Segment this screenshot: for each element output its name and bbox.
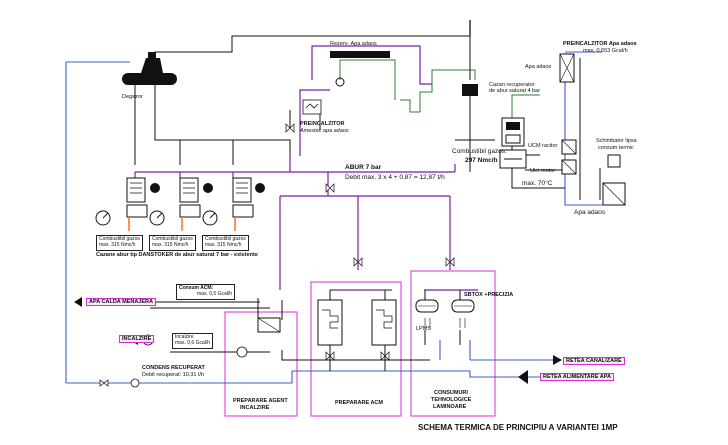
preincalzitor-top <box>559 53 575 83</box>
acm-exchanger-2 <box>371 299 397 346</box>
zone-frames <box>224 270 496 417</box>
label-debit: Debit max. 3 x 4 + 0,87 = 12,87 t/h <box>345 174 445 181</box>
consumer-sbtox <box>415 299 475 328</box>
label-consum-3: LAMINOARE <box>433 404 467 410</box>
diagram-title: SCHEMA TERMICA DE PRINCIPIU A VARIANTEI … <box>418 423 618 432</box>
label-degazor: Degazor <box>122 94 143 100</box>
fuel-box-3-line-2: max. 315 Nmc/h <box>205 241 242 248</box>
label-max70: max. 70°C <box>522 180 553 187</box>
label-apa-adaos-bottom: Apa adaos <box>574 209 606 216</box>
label-prep-agent-2: INCALZIRE <box>240 405 270 411</box>
degazor <box>122 52 177 85</box>
label-preincalzitor-top-2: max. 0,653 Gcal/h <box>583 48 628 54</box>
preincalzitor-mid-box <box>302 99 322 115</box>
condensate-lines <box>339 59 540 120</box>
label-consum-1: CONSUMURI <box>434 390 468 396</box>
ulei-motor-box <box>561 159 577 175</box>
label-condens-1: CONDENS RECUPERAT <box>142 365 205 371</box>
fuel-box-2: Combustibil gazos max. 315 Nmc/h <box>149 235 196 251</box>
consum-acm-box: Consum ACM: max. 0,5 Gcal/h <box>176 284 236 300</box>
boiler-3 <box>202 177 265 231</box>
zone-consumuri-tehnologice <box>410 270 496 417</box>
label-apa-adaos-top: Apa adaos <box>525 64 552 70</box>
label-reteta-canalizare: RETEA CANALIZARE <box>563 357 625 366</box>
label-preincalzitor-mid-1: PREINCALZITOR <box>300 121 345 127</box>
label-sbtox: SBTOX +PRECIZIA <box>464 292 514 298</box>
label-preincalzitor-top-1: PREINCALZITOR Apa adaos <box>563 41 637 47</box>
label-racitor: UCM racitor <box>528 143 558 149</box>
fuel-box-2-line-2: max. 315 Nmc/h <box>152 241 189 248</box>
label-combustibil-gazos: Combustibil gazos: <box>452 148 507 155</box>
label-incalzire: INCALZIRE <box>119 335 155 344</box>
fuel-box-1-line-2: max. 315 Nmc/h <box>99 241 136 248</box>
boiler-2 <box>149 177 213 231</box>
cazan-recuperator <box>462 20 478 96</box>
label-rezervor: Rezerv- Apa adaos <box>330 41 377 47</box>
label-consum-2: TEHNOLOGICE <box>431 397 472 403</box>
pipes <box>134 35 601 371</box>
label-condens-2: Debit recuperat: 10,31 t/h <box>142 372 205 378</box>
zone-prep-acm <box>310 281 402 417</box>
incalzire-box-value: max. 0,6 Gcal/h <box>175 339 211 346</box>
consum-acm-title: Consum ACM: <box>179 285 214 291</box>
label-preincalzitor-mid-2: Amestec apa adaos <box>300 128 349 134</box>
zone-prep-agent-incalzire <box>224 311 298 417</box>
label-schimbator-2: consum termic <box>598 145 634 151</box>
incalzire-box-title: Incalzire <box>175 334 194 340</box>
rezervor-tank <box>330 51 390 87</box>
label-cazan-recuperator-1: Cazan recuperator <box>489 82 535 88</box>
label-lpms: LPMS <box>416 326 431 332</box>
consum-acm-value: max. 0,5 Gcal/h <box>197 290 233 297</box>
agent-exchanger <box>257 317 281 333</box>
valves <box>99 123 455 387</box>
label-abur: ABUR 7 bar <box>345 164 382 171</box>
acm-exchanger-1 <box>317 299 343 346</box>
fuel-box-3-line-1: Combustibil gazos <box>205 236 246 242</box>
steam-lines <box>134 45 478 291</box>
label-reteta-alimentare: RETEA ALIMENTARE APA <box>540 373 614 382</box>
gas-engine <box>499 117 527 169</box>
label-combustibil-val: 297 Nmc/h <box>465 157 498 164</box>
label-schimbator-1: Schimbator lipsa <box>596 138 637 144</box>
fuel-box-2-line-1: Combustibil gazos <box>152 236 193 242</box>
incalzire-box: Incalzire max. 0,6 Gcal/h <box>172 333 214 349</box>
racitor-box <box>561 139 577 155</box>
label-apa-calda-menajera: APA CALDA MENAJERA <box>86 298 156 307</box>
fuel-box-1: Combustibil gazos max. 315 Nmc/h <box>96 235 143 251</box>
fuel-box-1-line-1: Combustibil gazos <box>99 236 140 242</box>
schimbator-box <box>602 154 626 206</box>
label-prep-acm: PREPARARE ACM <box>335 400 383 406</box>
label-cazane: Cazane abur tip DANSTOKER de abur satura… <box>96 252 258 258</box>
label-ulei-motor: Ulei motor <box>530 168 556 174</box>
fuel-box-3: Combustibil gazos max. 315 Nmc/h <box>202 235 249 251</box>
boiler-1 <box>95 177 160 231</box>
label-cazan-recuperator-2: de abur saturat 4 bar <box>489 88 541 94</box>
label-prep-agent-1: PREPARARE AGENT <box>233 398 288 404</box>
